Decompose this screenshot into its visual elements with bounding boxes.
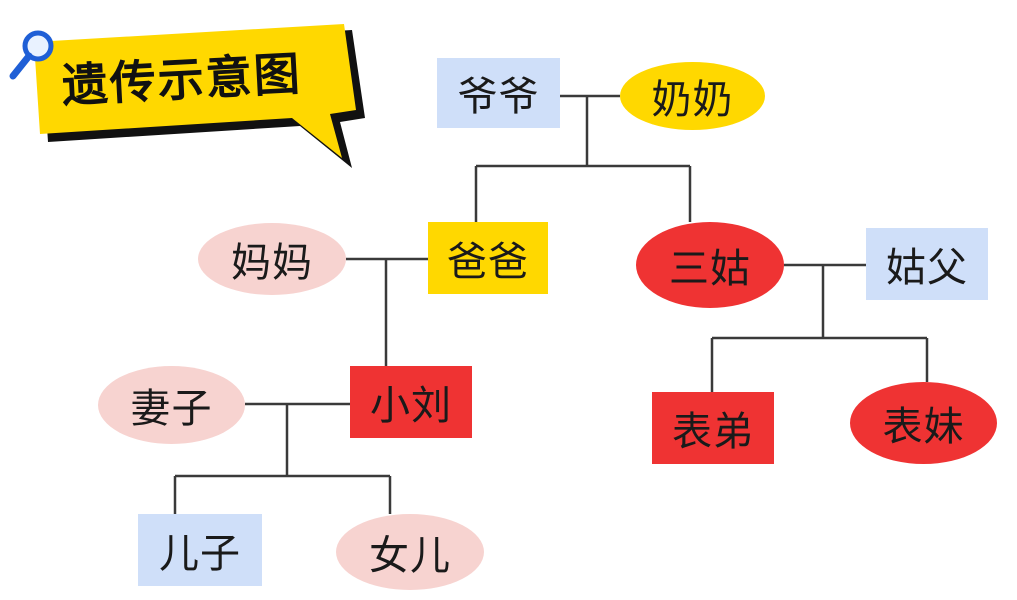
node-grandma: 奶奶: [620, 62, 765, 130]
node-dad: 爸爸: [428, 222, 548, 294]
node-uncle-in-law: 姑父: [866, 228, 988, 300]
node-son: 儿子: [138, 514, 262, 586]
title-banner: [9, 24, 365, 168]
node-grandpa: 爷爷: [437, 58, 560, 128]
node-daughter: 女儿: [336, 514, 484, 590]
node-xiaoliu: 小刘: [350, 366, 472, 438]
magnifier-icon: [9, 30, 54, 80]
node-mom: 妈妈: [198, 223, 346, 295]
node-cousin-female: 表妹: [850, 382, 997, 464]
node-aunt: 三姑: [636, 222, 784, 308]
node-wife: 妻子: [98, 366, 245, 444]
node-cousin-male: 表弟: [652, 392, 774, 464]
